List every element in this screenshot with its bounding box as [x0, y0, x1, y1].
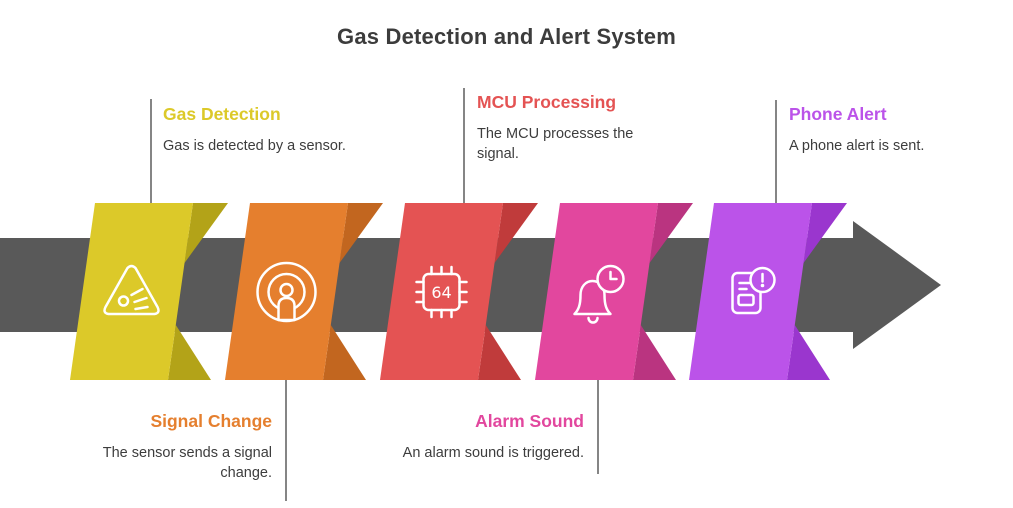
connector-line-mcu-processing: [463, 88, 465, 203]
ribbon-fold-bottom: [168, 325, 211, 380]
connector-line-gas-detection: [150, 99, 152, 203]
callout-phone-alert: Phone Alert A phone alert is sent.: [789, 104, 999, 156]
step-shape-phone-alert: [689, 203, 847, 380]
callout-signal-change: Signal Change The sensor sends a signal …: [72, 411, 272, 483]
phone-alert-icon: [731, 266, 776, 315]
alarm-bell-clock-icon: [573, 264, 625, 324]
step-description: Gas is detected by a sensor.: [163, 138, 346, 154]
ribbon-fold-bottom: [478, 325, 521, 380]
mcu-chip-icon: 64: [415, 265, 468, 319]
step-description: An alarm sound is triggered.: [402, 445, 584, 461]
step-shape-gas-detection: [70, 203, 228, 380]
ribbon-fold-top: [184, 203, 228, 263]
step-parallelogram: [70, 203, 193, 380]
step-shape-signal-change: [225, 203, 383, 380]
ribbon-fold-top: [494, 203, 538, 263]
connector-line-phone-alert: [775, 100, 777, 203]
step-label: Signal Change: [150, 411, 272, 431]
warning-triangle-icon: [103, 264, 160, 316]
step-label: Alarm Sound: [475, 411, 584, 431]
step-description: The sensor sends a signal change.: [102, 445, 272, 481]
step-description: The MCU processes the signal.: [477, 126, 634, 162]
callout-mcu-processing: MCU Processing The MCU processes the sig…: [477, 92, 652, 164]
step-parallelogram: [380, 203, 503, 380]
connector-line-alarm-sound: [597, 380, 599, 474]
step-label: Phone Alert: [789, 104, 887, 124]
callout-gas-detection: Gas Detection Gas is detected by a senso…: [163, 104, 393, 156]
ribbon-fold-bottom: [323, 325, 366, 380]
ribbon-fold-bottom: [787, 325, 830, 380]
step-label: MCU Processing: [477, 92, 617, 112]
step-description: A phone alert is sent.: [789, 138, 925, 154]
ribbon-fold-bottom: [633, 325, 676, 380]
broadcast-signal-icon: [256, 261, 317, 323]
step-shape-mcu-processing: 64: [380, 203, 538, 380]
callout-alarm-sound: Alarm Sound An alarm sound is triggered.: [324, 411, 584, 463]
connector-line-signal-change: [285, 380, 287, 501]
ribbon-fold-top: [803, 203, 847, 263]
page-title: Gas Detection and Alert System: [337, 24, 676, 49]
ribbon-fold-top: [339, 203, 383, 263]
step-label: Gas Detection: [163, 104, 281, 124]
step-shape-alarm-sound: [535, 203, 693, 380]
ribbon-fold-top: [649, 203, 693, 263]
step-parallelogram: [535, 203, 658, 380]
chip-label: 64: [431, 283, 451, 302]
step-parallelogram: [689, 203, 812, 380]
